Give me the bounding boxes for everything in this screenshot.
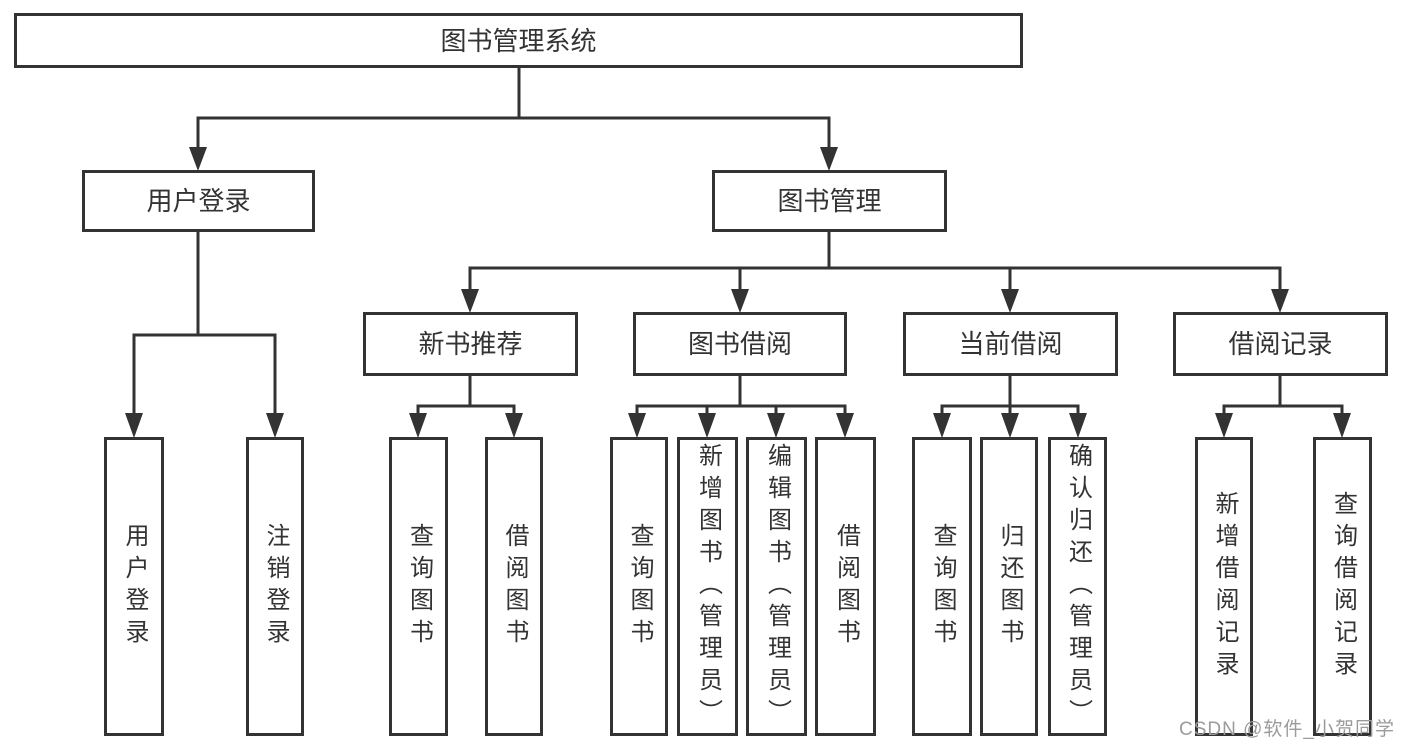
node-book-management: 图书管理 xyxy=(712,170,947,232)
node-book-borrow: 图书借阅 xyxy=(633,312,847,376)
leaf-logout: 注销登录 xyxy=(246,437,304,736)
leaf-query-book-1: 查询图书 xyxy=(389,437,448,736)
leaf-query-borrow-record-label: 查询借阅记录 xyxy=(1329,490,1357,683)
connector-user-login-to-children xyxy=(125,231,284,438)
leaf-user-login-label: 用户登录 xyxy=(121,522,148,651)
connector-new-book-to-children xyxy=(409,375,523,438)
node-book-borrow-label: 图书借阅 xyxy=(687,329,792,359)
node-new-book-recommend: 新书推荐 xyxy=(363,312,578,376)
node-user-login-label: 用户登录 xyxy=(146,186,251,216)
leaf-query-book-2: 查询图书 xyxy=(610,437,668,736)
leaf-query-book-3: 查询图书 xyxy=(912,437,972,736)
leaf-query-book-1-label: 查询图书 xyxy=(405,522,433,651)
leaf-confirm-return-admin: 确认归还（管理员） xyxy=(1048,437,1107,736)
node-new-book-recommend-label: 新书推荐 xyxy=(418,329,523,359)
node-borrow-record: 借阅记录 xyxy=(1173,312,1388,376)
leaf-return-book: 归还图书 xyxy=(980,437,1038,736)
node-current-borrow-label: 当前借阅 xyxy=(958,329,1063,359)
connector-book-management-to-level3 xyxy=(461,231,1289,313)
leaf-confirm-return-admin-label: 确认归还（管理员） xyxy=(1064,442,1092,731)
leaf-return-book-label: 归还图书 xyxy=(996,522,1023,651)
node-user-login: 用户登录 xyxy=(82,170,315,232)
leaf-query-borrow-record: 查询借阅记录 xyxy=(1313,437,1372,736)
connector-current-borrow-to-children xyxy=(933,375,1087,438)
node-root-system-label: 图书管理系统 xyxy=(440,25,597,56)
connector-book-borrow-to-children xyxy=(628,375,854,438)
leaf-add-book-admin-label: 新增图书（管理员） xyxy=(694,442,722,731)
csdn-watermark: CSDN @软件_小贺同学 xyxy=(1179,719,1395,740)
leaf-logout-label: 注销登录 xyxy=(262,522,289,651)
node-book-management-label: 图书管理 xyxy=(777,186,882,216)
leaf-add-book-admin: 新增图书（管理员） xyxy=(677,437,738,736)
connector-borrow-record-to-children xyxy=(1215,375,1351,438)
leaf-user-login: 用户登录 xyxy=(104,437,164,736)
leaf-add-borrow-record-label: 新增借阅记录 xyxy=(1211,490,1238,683)
node-current-borrow: 当前借阅 xyxy=(903,312,1118,376)
node-root-system: 图书管理系统 xyxy=(14,13,1023,68)
leaf-borrow-book-2: 借阅图书 xyxy=(815,437,876,736)
node-borrow-record-label: 借阅记录 xyxy=(1228,329,1333,359)
leaf-edit-book-admin: 编辑图书（管理员） xyxy=(746,437,807,736)
leaf-borrow-book-1-label: 借阅图书 xyxy=(501,522,528,651)
leaf-edit-book-admin-label: 编辑图书（管理员） xyxy=(763,442,791,731)
connector-root-to-level2 xyxy=(189,66,838,171)
leaf-query-book-2-label: 查询图书 xyxy=(626,522,653,651)
leaf-add-borrow-record: 新增借阅记录 xyxy=(1195,437,1253,736)
leaf-borrow-book-1: 借阅图书 xyxy=(485,437,543,736)
leaf-query-book-3-label: 查询图书 xyxy=(929,522,956,651)
leaf-borrow-book-2-label: 借阅图书 xyxy=(832,522,860,651)
